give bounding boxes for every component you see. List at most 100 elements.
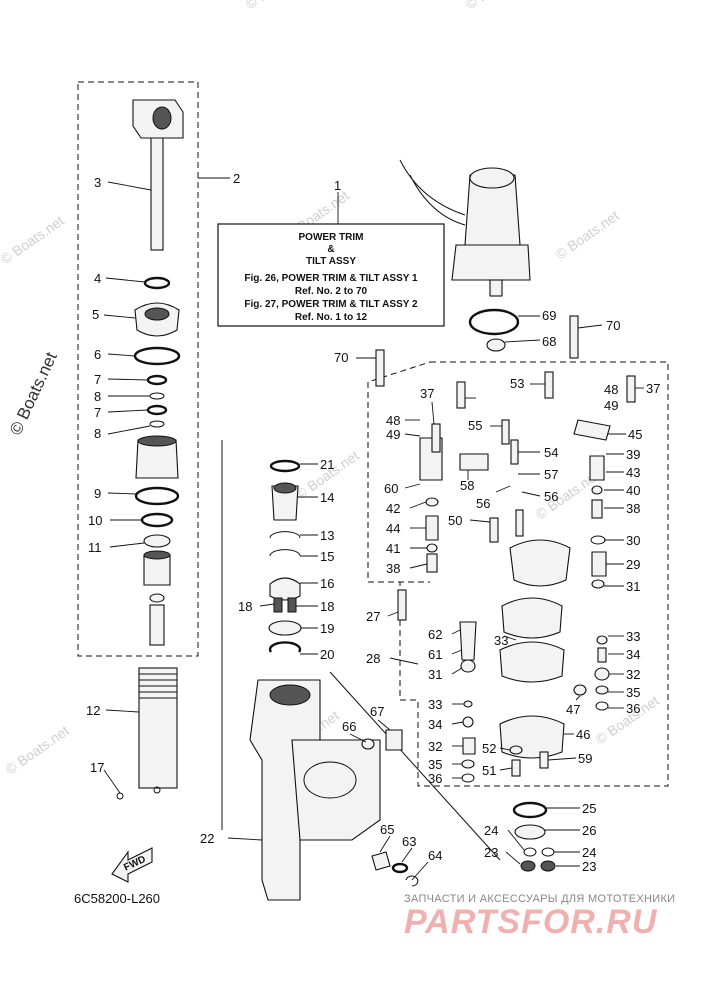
callout: 60 <box>384 481 398 496</box>
callout: 7 <box>94 372 101 387</box>
callout: 23 <box>484 845 498 860</box>
title-line: Fig. 26, POWER TRIM & TILT ASSY 1 <box>244 273 418 284</box>
callout: 33 <box>626 629 640 644</box>
callout: 33 <box>494 633 508 648</box>
callout: 46 <box>576 727 590 742</box>
callout: 61 <box>428 647 442 662</box>
callout: 13 <box>320 528 334 543</box>
title-line: Ref. No. 2 to 70 <box>295 286 368 297</box>
callout: 55 <box>468 418 482 433</box>
callout: 30 <box>626 533 640 548</box>
callout: 15 <box>320 549 334 564</box>
callout: 37 <box>646 381 660 396</box>
callout: 32 <box>428 739 442 754</box>
callout: 34 <box>626 647 640 662</box>
callout: 32 <box>626 667 640 682</box>
callout: 7 <box>94 405 101 420</box>
callout: 18 <box>238 599 252 614</box>
callout: 35 <box>428 757 442 772</box>
callout: 68 <box>542 334 556 349</box>
callout: 14 <box>320 490 334 505</box>
callout: 53 <box>510 376 524 391</box>
callout: 25 <box>582 801 596 816</box>
callout: 70 <box>606 318 620 333</box>
callout: 17 <box>90 760 104 775</box>
callout: 64 <box>428 848 442 863</box>
callout-labels: 1 2 3 4 5 6 7 8 7 8 9 10 11 12 17 21 14 … <box>86 171 660 874</box>
title-line: & <box>327 244 334 255</box>
callout: 48 <box>386 413 400 428</box>
callout: 27 <box>366 609 380 624</box>
pump-valve-parts <box>375 315 636 872</box>
callout: 67 <box>370 704 384 719</box>
callout: 35 <box>626 685 640 700</box>
callout: 56 <box>476 496 490 511</box>
center-valve-parts <box>249 459 419 901</box>
group-box-inner <box>367 382 430 583</box>
callout: 37 <box>420 386 434 401</box>
callout: 1 <box>334 178 341 193</box>
tilt-rod-assy <box>116 99 184 800</box>
callout: 23 <box>582 859 596 874</box>
callout: 49 <box>386 427 400 442</box>
callout: 2 <box>233 171 240 186</box>
callout: 33 <box>428 697 442 712</box>
callout: 58 <box>460 478 474 493</box>
callout: 19 <box>320 621 334 636</box>
watermark: © Boats.net <box>463 0 532 12</box>
callout: 56 <box>544 489 558 504</box>
callout: 47 <box>566 702 580 717</box>
callout: 31 <box>428 667 442 682</box>
callout: 16 <box>320 576 334 591</box>
callout: 43 <box>626 465 640 480</box>
callout: 8 <box>94 426 101 441</box>
callout: 24 <box>484 823 498 838</box>
callout: 34 <box>428 717 442 732</box>
callout: 9 <box>94 486 101 501</box>
callout: 24 <box>582 845 596 860</box>
callout: 36 <box>626 701 640 716</box>
callout: 10 <box>88 513 102 528</box>
callout: 42 <box>386 501 400 516</box>
callout: 39 <box>626 447 640 462</box>
callout: 62 <box>428 627 442 642</box>
watermark: © Boats.net <box>0 212 67 267</box>
watermark: © Boats.net <box>243 0 312 12</box>
callout: 38 <box>386 561 400 576</box>
callout: 69 <box>542 308 556 323</box>
callout: 48 <box>604 382 618 397</box>
callout: 29 <box>626 557 640 572</box>
callout: 63 <box>402 834 416 849</box>
group-box-left <box>77 81 199 657</box>
callout: 65 <box>380 822 394 837</box>
brand-block: ЗАПЧАСТИ И АКСЕССУАРЫ ДЛЯ МОТОТЕХНИКИ PA… <box>404 893 704 942</box>
callout: 51 <box>482 763 496 778</box>
drawing-code: 6C58200-L260 <box>74 891 160 906</box>
callout: 38 <box>626 501 640 516</box>
callout: 36 <box>428 771 442 786</box>
watermark: © Boats.net <box>553 207 622 262</box>
callout: 8 <box>94 389 101 404</box>
callout: 70 <box>334 350 348 365</box>
callout: 50 <box>448 513 462 528</box>
callout: 3 <box>94 175 101 190</box>
callout: 28 <box>366 651 380 666</box>
watermark: © Boats.net <box>3 722 72 777</box>
callout: 31 <box>626 579 640 594</box>
bracket-line <box>329 671 501 861</box>
callout: 6 <box>94 347 101 362</box>
callout: 54 <box>544 445 558 460</box>
callout: 52 <box>482 741 496 756</box>
electric-motor <box>399 159 531 352</box>
title-line: TILT ASSY <box>306 256 356 267</box>
title-box: POWER TRIM & TILT ASSY Fig. 26, POWER TR… <box>217 223 445 327</box>
title-line: Fig. 27, POWER TRIM & TILT ASSY 2 <box>244 299 418 310</box>
callout: 20 <box>320 647 334 662</box>
callout: 66 <box>342 719 356 734</box>
callout: 22 <box>200 831 214 846</box>
callout: 44 <box>386 521 400 536</box>
callout: 45 <box>628 427 642 442</box>
callout: 26 <box>582 823 596 838</box>
callout: 40 <box>626 483 640 498</box>
